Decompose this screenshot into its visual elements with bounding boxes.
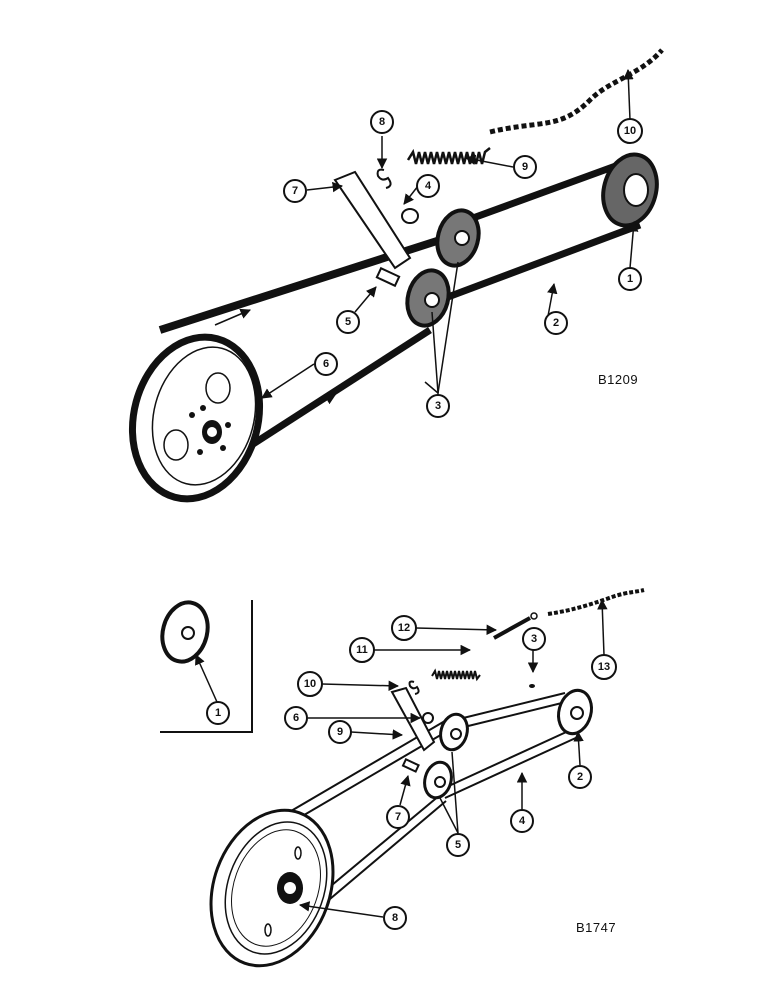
- bottom-large-pulley: [209, 808, 335, 968]
- callout-top-10: 10: [617, 118, 643, 144]
- callout-bottom-10: 10: [297, 671, 323, 697]
- bottom-idler-pulleys: [423, 712, 469, 800]
- callout-top-1: 1: [618, 267, 642, 291]
- top-chain: [489, 48, 664, 135]
- inset-frame: [160, 600, 253, 733]
- callout-bottom-6: 6: [284, 706, 308, 730]
- top-reference-code: B1209: [598, 372, 638, 387]
- callout-bottom-8: 8: [383, 906, 407, 930]
- bottom-chain: [547, 588, 645, 616]
- bottom-drive-pulley: [557, 688, 593, 736]
- svg-text:10: 10: [304, 678, 316, 690]
- svg-text:5: 5: [345, 316, 351, 328]
- top-figure: [128, 48, 664, 503]
- callout-bottom-4: 4: [510, 809, 534, 833]
- svg-text:7: 7: [395, 811, 401, 823]
- callout-bottom-7: 7: [386, 805, 410, 829]
- callout-top-3: 3: [426, 394, 450, 418]
- bottom-cotter: [529, 684, 535, 688]
- top-large-pulley: [128, 333, 264, 503]
- svg-text:3: 3: [435, 400, 441, 412]
- callout-top-7: 7: [283, 179, 307, 203]
- callout-top-6: 6: [314, 352, 338, 376]
- callout-bottom-9: 9: [328, 720, 352, 744]
- bottom-s-hook: [408, 680, 420, 695]
- bottom-bushing: [422, 712, 434, 724]
- callout-top-2: 2: [544, 311, 568, 335]
- bottom-reference-code: B1747: [576, 920, 616, 935]
- bottom-spring: [431, 668, 481, 682]
- svg-text:2: 2: [553, 317, 559, 329]
- bottom-turnbuckle: [493, 616, 531, 640]
- top-s-hook: [376, 168, 392, 189]
- callout-bottom-1: 1: [206, 701, 230, 725]
- top-drive-pulley: [601, 152, 659, 228]
- top-pin: [375, 266, 401, 288]
- bottom-pin: [401, 757, 420, 773]
- svg-text:11: 11: [356, 644, 368, 656]
- callout-bottom-5: 5: [446, 833, 470, 857]
- svg-text:6: 6: [293, 712, 299, 724]
- svg-text:10: 10: [624, 125, 636, 137]
- callout-top-8: 8: [370, 110, 394, 134]
- bottom-figure: [160, 588, 645, 968]
- svg-text:1: 1: [627, 273, 633, 285]
- top-leaders: [261, 68, 639, 399]
- bottom-leaders: [195, 598, 608, 918]
- top-spring: [406, 147, 491, 165]
- svg-text:6: 6: [323, 358, 329, 370]
- svg-text:3: 3: [531, 633, 537, 645]
- top-idler-pulleys: [405, 208, 481, 328]
- svg-text:4: 4: [519, 815, 526, 827]
- svg-text:13: 13: [598, 661, 610, 673]
- callout-bottom-2: 2: [568, 765, 592, 789]
- svg-text:5: 5: [455, 839, 461, 851]
- callout-bottom-13: 13: [591, 654, 617, 680]
- svg-text:2: 2: [577, 771, 583, 783]
- callout-top-5: 5: [336, 310, 360, 334]
- inset-pulley: [160, 600, 210, 664]
- svg-text:9: 9: [337, 726, 343, 738]
- svg-text:8: 8: [379, 116, 385, 128]
- svg-text:1: 1: [215, 707, 221, 719]
- callout-bottom-12: 12: [391, 615, 417, 641]
- svg-text:9: 9: [522, 161, 528, 173]
- callout-top-4: 4: [416, 174, 440, 198]
- svg-text:4: 4: [425, 180, 432, 192]
- svg-text:7: 7: [292, 185, 298, 197]
- svg-text:12: 12: [398, 622, 410, 634]
- top-bracket: [333, 170, 412, 270]
- callout-bottom-11: 11: [349, 637, 375, 663]
- top-bushing: [401, 208, 419, 224]
- callout-bottom-3: 3: [522, 627, 546, 651]
- callout-top-9: 9: [513, 155, 537, 179]
- svg-text:8: 8: [392, 912, 398, 924]
